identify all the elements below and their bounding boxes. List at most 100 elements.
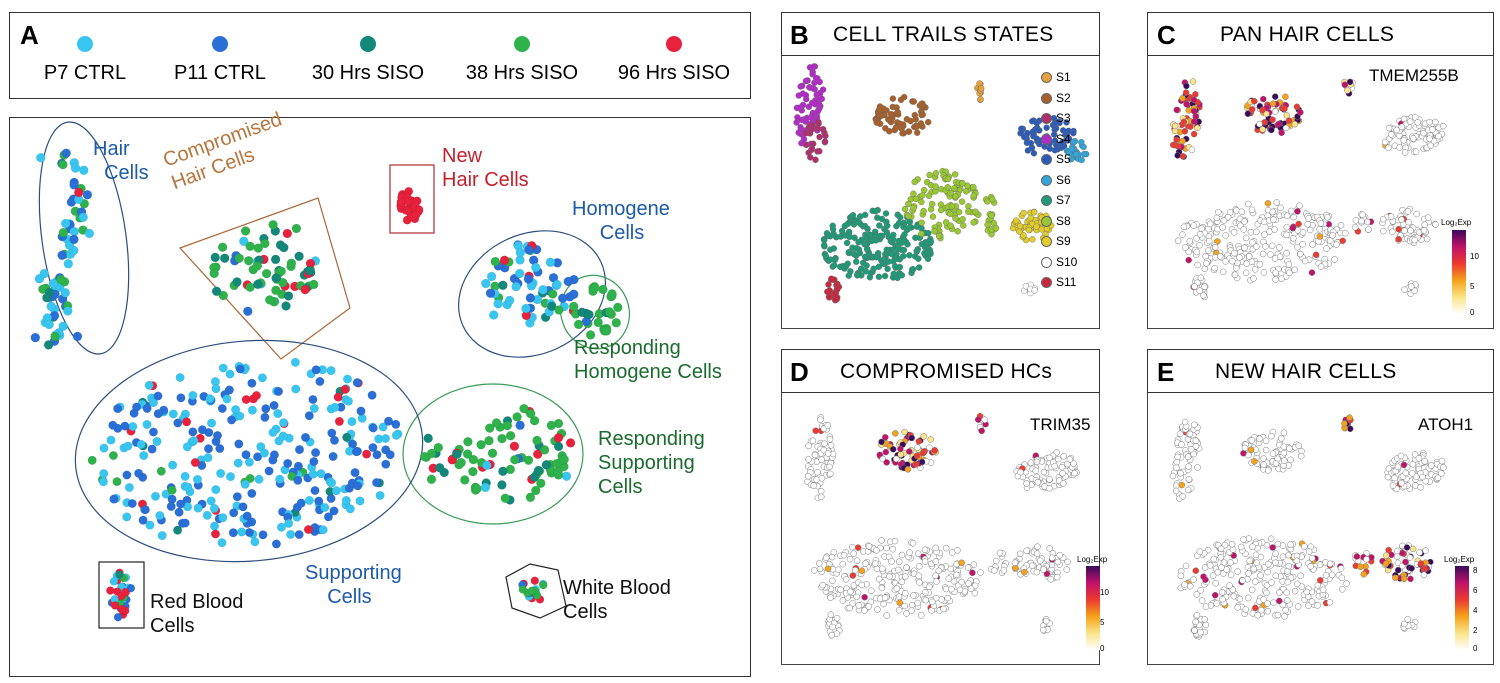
point-expression-atoh1 [1192, 437, 1200, 444]
point-expression-tmem255b [1289, 224, 1297, 232]
point-compromised-hair-cells [279, 242, 289, 253]
point-expression-atoh1 [1307, 563, 1314, 570]
point-expression-tmem255b [1407, 227, 1414, 234]
point-expression-atoh1 [1263, 582, 1271, 589]
point-supporting-cells [247, 405, 257, 415]
point-state-s7 [844, 220, 851, 228]
point-expression-trim35 [889, 446, 897, 453]
point-expression-tmem255b [1231, 249, 1238, 257]
point-expression-atoh1 [1297, 452, 1305, 460]
point-supporting-cells [136, 439, 146, 449]
state-legend-label-s11: S11 [1056, 275, 1077, 289]
point-expression-trim35 [1047, 576, 1055, 583]
point-expression-tmem255b [1411, 236, 1418, 244]
point-expression-atoh1 [1438, 470, 1445, 477]
point-state-s7 [898, 271, 906, 279]
point-supporting-cells [356, 406, 366, 416]
point-expression-trim35 [916, 562, 923, 570]
point-state-s4 [799, 101, 807, 109]
point-responding-homogene [607, 289, 617, 299]
point-state-s7 [862, 268, 869, 275]
point-state-s6 [1068, 145, 1076, 153]
point-expression-tmem255b [1426, 135, 1433, 142]
point-homogene-cells [548, 289, 558, 299]
point-state-s3 [816, 147, 823, 155]
point-hair-cells [60, 218, 71, 229]
point-supporting-cells [343, 374, 353, 384]
panel-e-cbar-tick-4: 4 [1473, 606, 1478, 615]
point-expression-tmem255b [1439, 122, 1447, 130]
point-state-s8 [937, 206, 945, 214]
point-supporting-cells [209, 521, 219, 531]
point-expression-tmem255b [1294, 208, 1301, 215]
point-expression-atoh1 [1269, 544, 1276, 551]
point-compromised-hair-cells [218, 290, 229, 301]
point-expression-trim35 [926, 444, 933, 451]
point-expression-atoh1 [1316, 561, 1324, 568]
point-expression-atoh1 [1217, 554, 1225, 561]
point-supporting-cells [98, 477, 108, 487]
point-expression-tmem255b [1231, 271, 1239, 279]
point-expression-atoh1 [1303, 588, 1311, 596]
point-expression-atoh1 [1191, 421, 1198, 429]
point-expression-tmem255b [1308, 269, 1316, 276]
point-expression-trim35 [914, 444, 921, 451]
point-responding-supporting [480, 482, 491, 493]
point-expression-trim35 [820, 446, 828, 454]
point-expression-trim35 [1046, 454, 1053, 462]
point-supporting-cells [368, 443, 378, 453]
point-expression-trim35 [821, 440, 828, 448]
point-expression-trim35 [828, 553, 836, 561]
point-expression-atoh1 [1245, 535, 1253, 542]
panel-d-cbar-tick-0: 0 [1100, 644, 1105, 653]
point-supporting-cells [244, 528, 254, 538]
point-expression-trim35 [855, 602, 863, 609]
point-expression-atoh1 [1404, 616, 1411, 623]
point-compromised-hair-cells [209, 268, 219, 279]
point-supporting-cells [253, 452, 263, 462]
point-state-s8 [965, 202, 972, 210]
point-expression-atoh1 [1279, 553, 1287, 560]
point-expression-atoh1 [1262, 446, 1270, 454]
point-state-s5 [1041, 143, 1048, 150]
point-supporting-cells [193, 503, 203, 513]
point-expression-trim35 [861, 607, 868, 614]
point-compromised-hair-cells [243, 255, 254, 266]
point-hair-cells [84, 228, 95, 239]
point-expression-trim35 [1036, 557, 1044, 564]
point-expression-atoh1 [1193, 611, 1201, 619]
state-legend-dot-s3 [1041, 113, 1052, 124]
point-expression-atoh1 [1392, 574, 1399, 582]
point-compromised-hair-cells [270, 254, 281, 265]
point-expression-atoh1 [1408, 565, 1415, 572]
point-expression-tmem255b [1198, 225, 1205, 232]
point-expression-trim35 [849, 600, 856, 607]
point-expression-atoh1 [1393, 553, 1401, 560]
point-red-blood-cells [121, 587, 130, 597]
point-expression-trim35 [835, 566, 842, 574]
point-expression-atoh1 [1280, 429, 1288, 436]
point-expression-tmem255b [1424, 214, 1432, 221]
point-responding-supporting [515, 420, 525, 430]
point-homogene-cells [493, 298, 503, 309]
point-supporting-cells [211, 384, 221, 394]
point-state-s2 [918, 100, 925, 108]
point-responding-supporting [476, 440, 486, 450]
point-expression-tmem255b [1380, 227, 1387, 235]
point-expression-tmem255b [1432, 118, 1439, 126]
point-supporting-cells [331, 486, 341, 496]
point-state-s11 [825, 281, 832, 288]
point-state-s4 [816, 89, 824, 97]
point-expression-atoh1 [1328, 571, 1336, 579]
point-expression-atoh1 [1276, 589, 1283, 596]
point-expression-tmem255b [1401, 286, 1408, 294]
point-supporting-cells [175, 372, 185, 382]
point-homogene-cells [490, 256, 500, 267]
point-supporting-cells [142, 419, 152, 429]
point-expression-atoh1 [1298, 583, 1306, 590]
point-expression-atoh1 [1264, 600, 1271, 607]
point-state-s5 [1063, 119, 1070, 126]
point-expression-trim35 [1033, 568, 1041, 576]
point-expression-tmem255b [1323, 245, 1330, 252]
point-state-s7 [901, 231, 908, 238]
